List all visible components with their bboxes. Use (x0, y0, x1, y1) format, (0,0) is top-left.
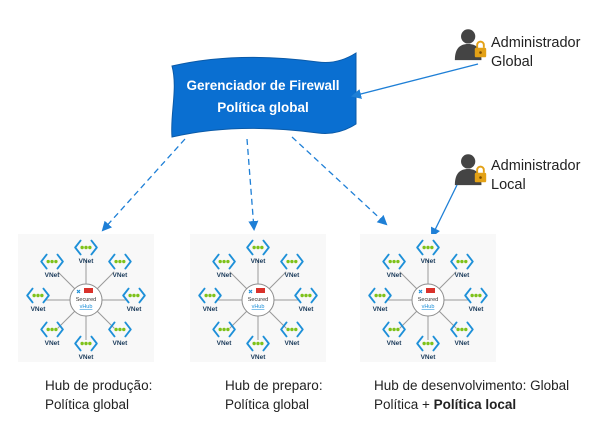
staging-hub-policy: Política global (225, 397, 310, 412)
vnet-label: VNet (127, 306, 143, 313)
staging-hub-name: Hub de preparo: (225, 378, 323, 393)
vnet-label: VNet (421, 258, 437, 265)
vnet-label: VNet (203, 306, 219, 313)
firewall-icon (84, 288, 93, 293)
vnet-label: VNet (251, 258, 267, 265)
global-admin-label-line2: Global (491, 54, 533, 70)
local-admin-arrow (431, 184, 458, 238)
hub-label-secured: Secured (418, 297, 439, 303)
vnet-label: VNet (113, 272, 129, 279)
firewall-icon (426, 288, 435, 293)
production-hub-diagram: VNetVNetVNetVNetVNetVNetVNetVNetSecuredv… (18, 234, 154, 362)
global-policy-title: Política global (217, 100, 309, 115)
vnet-label: VNet (45, 272, 61, 279)
policy-arrow-development (291, 136, 388, 226)
vnet-label: VNet (113, 340, 129, 347)
vnet-label: VNet (45, 340, 61, 347)
hub-label-vhub: vHub (80, 304, 93, 310)
vnet-label: VNet (285, 340, 301, 347)
hub-router-icon (248, 289, 253, 294)
hub-label-vhub: vHub (252, 304, 265, 310)
vnet-label: VNet (31, 306, 47, 313)
vnet-label: VNet (79, 354, 95, 361)
firewall-icon (256, 288, 265, 293)
local-admin-label-line2: Local (491, 177, 526, 193)
firewall-policy-banner (171, 52, 357, 138)
vnet-label: VNet (217, 272, 233, 279)
development-hub-policy: Política + Política local (374, 395, 569, 414)
hub-label-vhub: vHub (422, 304, 435, 310)
development-hub-policy-global: Política + (374, 397, 434, 412)
vnet-label: VNet (387, 340, 403, 347)
production-hub-name: Hub de produção: (45, 378, 153, 393)
local-admin-label: Administrador Local (491, 157, 580, 195)
vnet-label: VNet (455, 272, 471, 279)
development-hub-diagram: VNetVNetVNetVNetVNetVNetVNetVNetSecuredv… (360, 234, 496, 362)
policy-arrow-production (101, 138, 186, 232)
vnet-label: VNet (387, 272, 403, 279)
hub-router-icon (76, 289, 81, 294)
staging-hub-caption: Hub de preparo: Política global (225, 376, 323, 414)
development-hub-name: Hub de desenvolvimento: Global (374, 378, 570, 393)
firewall-manager-title: Gerenciador de Firewall (186, 78, 340, 93)
global-admin-label: Administrador Global (491, 34, 580, 72)
vnet-label: VNet (79, 258, 95, 265)
vnet-label: VNet (373, 306, 389, 313)
vnet-label: VNet (285, 272, 301, 279)
hub-router-icon (418, 289, 423, 294)
hub-label-secured: Secured (248, 297, 269, 303)
global-admin-arrow (351, 63, 479, 99)
local-admin-icon (453, 153, 488, 187)
vnet-label: VNet (455, 340, 471, 347)
production-hub-policy: Política global (45, 397, 130, 412)
global-admin-label-line1: Administrador (491, 35, 581, 51)
production-hub-caption: Hub de produção: Política global (45, 376, 152, 414)
global-admin-icon (453, 28, 488, 62)
hub-label-secured: Secured (76, 297, 97, 303)
hubs-layer: VNetVNetVNetVNetVNetVNetVNetVNetSecuredv… (18, 234, 496, 362)
vnet-label: VNet (421, 354, 437, 361)
vnet-label: VNet (299, 306, 315, 313)
vnet-label: VNet (251, 354, 267, 361)
development-hub-caption: Hub de desenvolvimento: Global Política … (374, 376, 569, 414)
vnet-label: VNet (217, 340, 233, 347)
development-hub-policy-local: Política local (433, 397, 517, 412)
policy-arrow-staging (246, 138, 259, 231)
local-admin-label-line1: Administrador (491, 158, 581, 174)
staging-hub-diagram: VNetVNetVNetVNetVNetVNetVNetVNetSecuredv… (190, 234, 326, 362)
vnet-label: VNet (469, 306, 485, 313)
